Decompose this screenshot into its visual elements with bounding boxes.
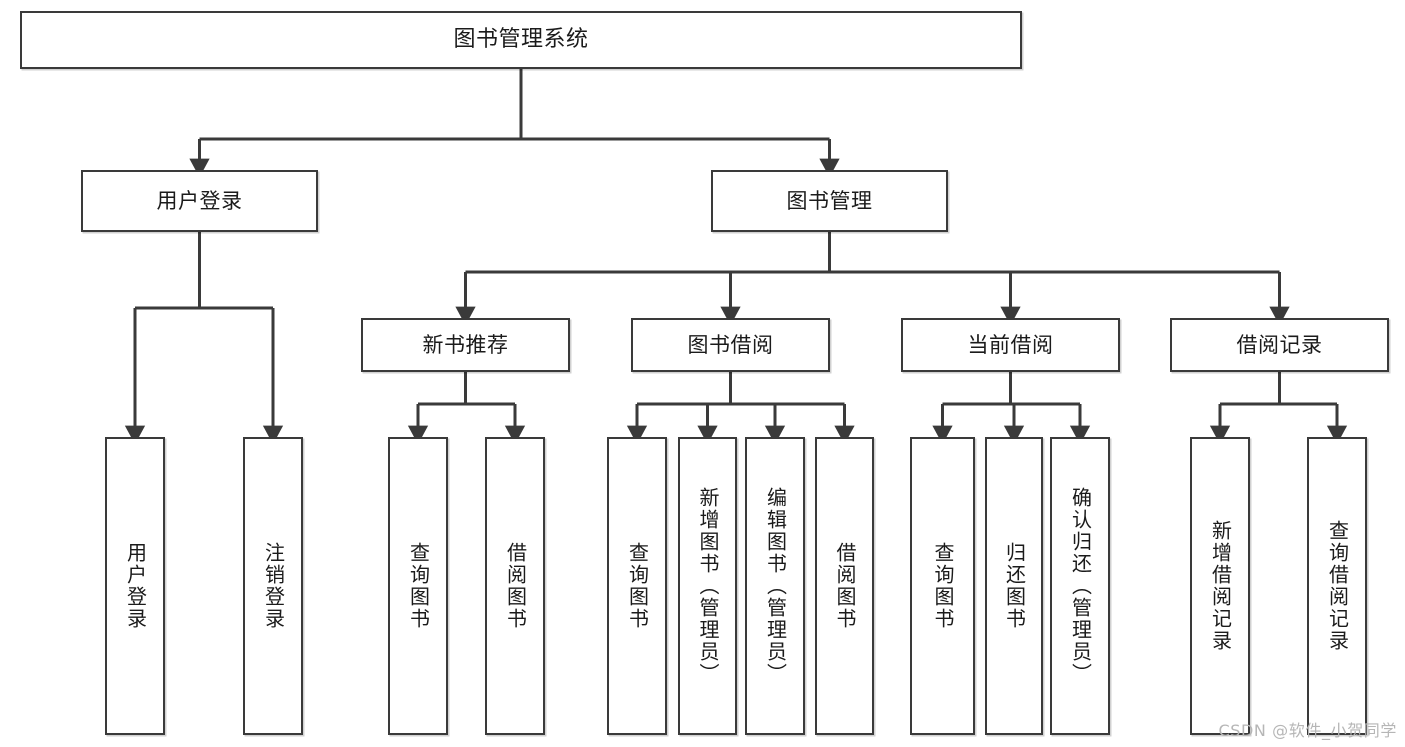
node-label: 编辑图书（管理员） bbox=[763, 487, 788, 685]
node-leaf-b-edit[interactable]: 编辑图书（管理员） bbox=[745, 437, 805, 735]
node-label: 借阅图书 bbox=[503, 542, 528, 630]
node-label: 查询图书 bbox=[931, 542, 955, 630]
node-label: 用户登录 bbox=[156, 188, 243, 213]
node-label: 查询借阅记录 bbox=[1325, 520, 1350, 652]
node-l2-borrow[interactable]: 图书借阅 bbox=[631, 318, 830, 372]
node-l2-current[interactable]: 当前借阅 bbox=[901, 318, 1120, 372]
node-leaf-c-return[interactable]: 归还图书 bbox=[985, 437, 1043, 735]
node-leaf-b-borrow[interactable]: 借阅图书 bbox=[815, 437, 874, 735]
node-label: 新增借阅记录 bbox=[1208, 520, 1233, 652]
node-label: 图书管理系统 bbox=[453, 27, 589, 53]
node-l2-record[interactable]: 借阅记录 bbox=[1170, 318, 1389, 372]
node-l1-book-mgmt[interactable]: 图书管理 bbox=[711, 170, 948, 232]
node-leaf-new-borrow[interactable]: 借阅图书 bbox=[485, 437, 545, 735]
node-root[interactable]: 图书管理系统 bbox=[20, 11, 1022, 69]
connector-layer bbox=[124, 69, 1348, 445]
csdn-watermark: CSDN @软件_小贺同学 bbox=[1218, 721, 1397, 740]
node-label: 注销登录 bbox=[261, 542, 286, 630]
node-leaf-b-query[interactable]: 查询图书 bbox=[607, 437, 667, 735]
node-leaf-b-add[interactable]: 新增图书（管理员） bbox=[678, 437, 737, 735]
node-leaf-new-query[interactable]: 查询图书 bbox=[388, 437, 448, 735]
node-leaf-user-logout[interactable]: 注销登录 bbox=[243, 437, 303, 735]
node-label: 新书推荐 bbox=[422, 332, 509, 357]
node-label: 查询图书 bbox=[625, 542, 650, 630]
node-leaf-c-query[interactable]: 查询图书 bbox=[910, 437, 975, 735]
node-leaf-c-confirm[interactable]: 确认归还（管理员） bbox=[1050, 437, 1110, 735]
node-label: 用户登录 bbox=[123, 542, 148, 630]
node-label: 归还图书 bbox=[1002, 542, 1027, 630]
node-label: 图书借阅 bbox=[687, 332, 774, 357]
node-label: 借阅记录 bbox=[1236, 332, 1323, 357]
node-leaf-user-login[interactable]: 用户登录 bbox=[105, 437, 165, 735]
node-label: 确认归还（管理员） bbox=[1068, 487, 1093, 685]
node-leaf-r-add[interactable]: 新增借阅记录 bbox=[1190, 437, 1250, 735]
node-label: 图书管理 bbox=[786, 188, 873, 213]
node-l1-user-login[interactable]: 用户登录 bbox=[81, 170, 318, 232]
node-l2-new-book[interactable]: 新书推荐 bbox=[361, 318, 570, 372]
node-label: 新增图书（管理员） bbox=[696, 487, 720, 685]
node-leaf-r-query[interactable]: 查询借阅记录 bbox=[1307, 437, 1367, 735]
node-label: 当前借阅 bbox=[967, 332, 1054, 357]
node-label: 借阅图书 bbox=[833, 542, 857, 630]
node-label: 查询图书 bbox=[406, 542, 431, 630]
